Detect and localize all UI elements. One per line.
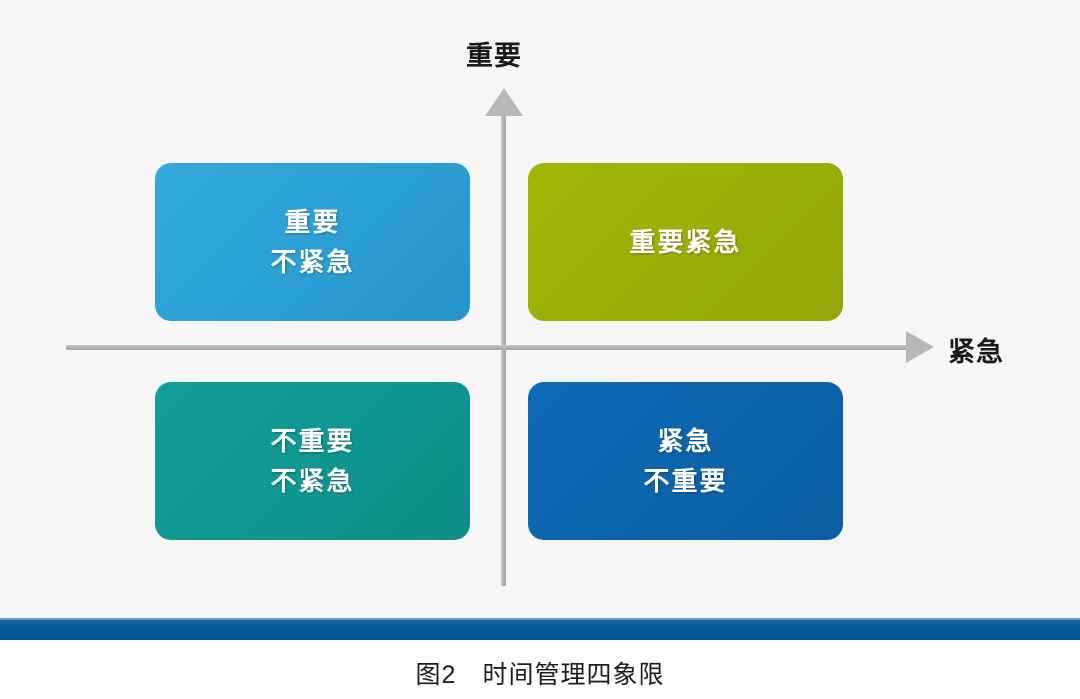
quadrant-not-important-not-urgent: 不重要 不紧急	[155, 382, 479, 548]
x-axis-line	[66, 345, 909, 350]
quadrant-label-line-1: 不重要	[270, 425, 355, 456]
footer-divider-bar	[0, 618, 1080, 640]
quadrant-label-line-2: 不紧急	[270, 247, 355, 277]
quadrant-face	[528, 382, 843, 540]
y-axis-label: 重要	[466, 41, 522, 71]
quadrant-face	[155, 382, 470, 540]
x-axis-arrowhead-icon	[906, 331, 934, 363]
quadrant-face	[155, 163, 470, 321]
quadrant-important-not-urgent: 重要 不紧急	[155, 163, 479, 329]
quadrant-label-line-1: 重要紧急	[629, 226, 742, 257]
quadrant-label-group: 重要紧急	[629, 222, 741, 262]
figure-caption: 图2 时间管理四象限	[415, 661, 665, 689]
quadrant-urgent-not-important: 紧急 不重要	[528, 382, 852, 548]
quadrant-label-group: 不重要 不紧急	[270, 421, 354, 502]
quadrant-label-line-2: 不重要	[643, 466, 728, 496]
quadrant-label-group: 紧急 不重要	[643, 421, 727, 502]
quadrant-label-line-2: 不紧急	[270, 466, 355, 496]
quadrant-label-line-1: 重要	[284, 206, 341, 237]
footer-area	[0, 640, 1080, 699]
x-axis-label: 紧急	[948, 337, 1004, 367]
quadrant-important-urgent: 重要紧急	[528, 163, 852, 329]
quadrant-face	[528, 163, 843, 321]
y-axis-arrowhead-icon	[485, 88, 523, 116]
quadrant-label-group: 重要 不紧急	[270, 202, 354, 283]
quadrant-label-line-1: 紧急	[657, 425, 714, 456]
